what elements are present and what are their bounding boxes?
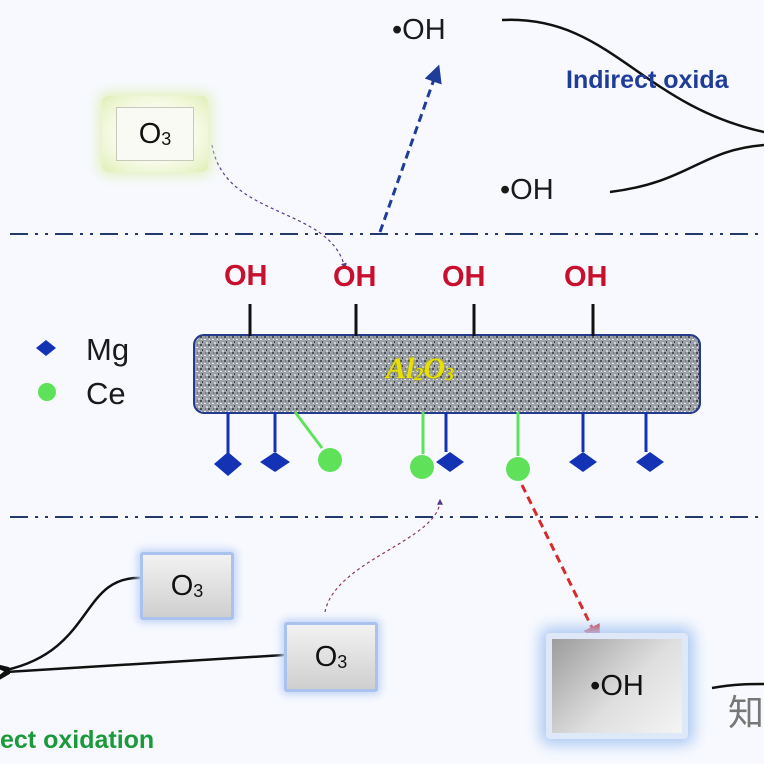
mg-site	[214, 412, 242, 476]
ce-site	[293, 411, 342, 472]
ce-legend-marker	[38, 383, 56, 401]
ce-site	[506, 412, 530, 481]
ozone-formula: O3	[138, 117, 172, 150]
ozone-box-middle: O3	[140, 552, 234, 620]
ozone-formula: O3	[170, 569, 204, 602]
direct-oxidation-curve	[6, 576, 143, 670]
surface-hydroxyl: OH	[333, 261, 377, 293]
mg-site	[260, 412, 290, 472]
top-lower-curve	[609, 143, 764, 194]
watermark-glyph: 知	[728, 692, 764, 733]
bottom-right-curve	[711, 682, 764, 690]
mg-legend-marker	[36, 340, 56, 356]
surface-hydroxyl: OH	[224, 260, 268, 292]
alumina-label: Al2O3	[386, 352, 455, 385]
mg-legend-label: Mg	[86, 332, 130, 367]
ozone-adsorption-curve	[211, 144, 347, 270]
red-dashed-arrow	[520, 484, 600, 644]
mg-site	[636, 412, 664, 472]
direct-oxidation-label: ect oxidation	[0, 726, 155, 754]
radical-lower: •OH	[500, 174, 554, 206]
mg-site	[569, 412, 597, 472]
ozone-formula: O3	[314, 640, 348, 673]
surface-hydroxyl: OH	[442, 261, 486, 293]
radical-bottom: •OH	[590, 669, 644, 702]
ozone-box-top: O3	[102, 96, 208, 172]
blue-dashed-arrow	[378, 64, 442, 233]
top-curve	[501, 18, 764, 134]
radical-upper: •OH	[392, 14, 446, 46]
radical-box-bottom: •OH	[546, 633, 688, 739]
ce-legend-label: Ce	[86, 376, 126, 411]
direct-oxidation-arrow	[6, 653, 285, 672]
mg-site	[436, 412, 464, 472]
surface-hydroxyl: OH	[564, 261, 608, 293]
ozone-decomposition-curve	[324, 498, 443, 613]
indirect-oxidation-label: Indirect oxida	[566, 66, 729, 94]
ce-site	[410, 412, 434, 479]
ozone-box-lower: O3	[284, 622, 378, 692]
